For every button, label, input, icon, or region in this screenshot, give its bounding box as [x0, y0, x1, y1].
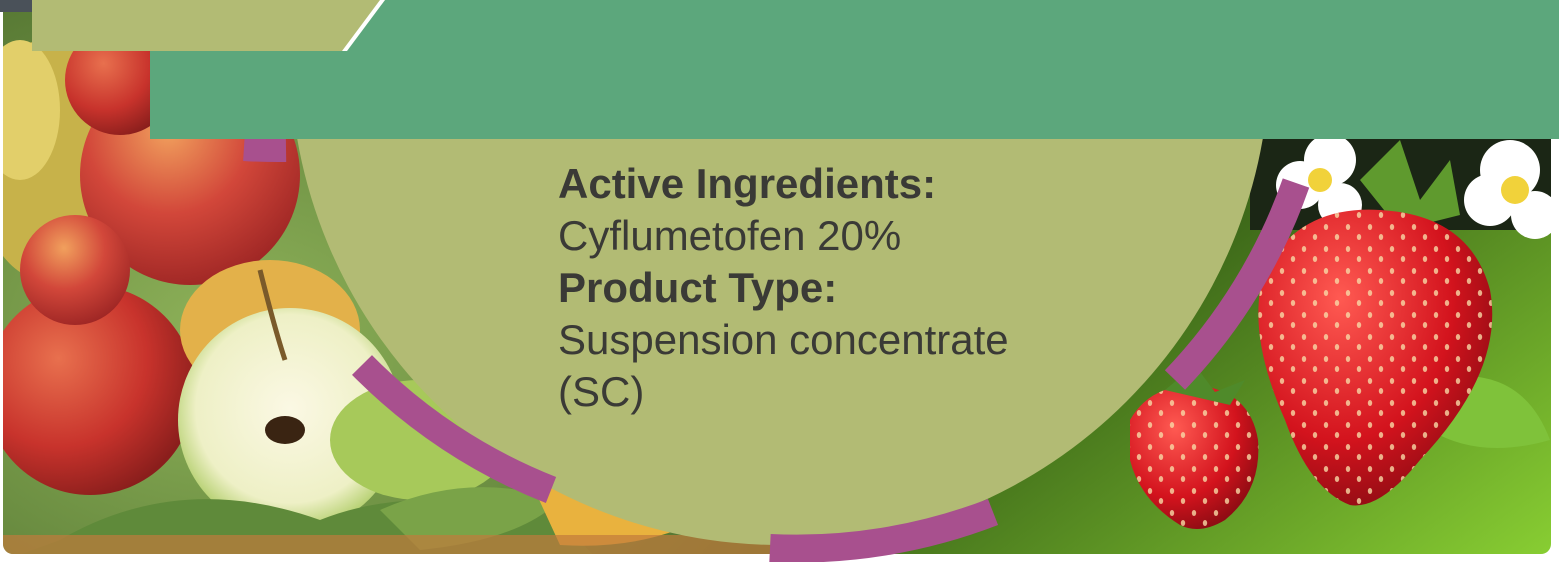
decorative-arc	[243, 133, 1310, 562]
product-type-value-line2: (SC)	[558, 368, 645, 415]
product-type-value-line1: Suspension concentrate	[558, 316, 1009, 363]
active-ingredients-label: Active Ingredients:	[558, 160, 937, 207]
product-info: Active Ingredients: Cyflumetofen 20% Pro…	[558, 158, 1118, 418]
active-ingredients-value: Cyflumetofen 20%	[558, 212, 902, 259]
header-tab-slash	[342, 0, 385, 51]
strawberries-image	[1130, 130, 1551, 529]
header-tab	[32, 0, 385, 51]
apples-and-pear-image	[3, 25, 780, 554]
header-bar	[150, 0, 1559, 139]
product-type-label: Product Type:	[558, 264, 838, 311]
dark-corner	[0, 0, 40, 12]
